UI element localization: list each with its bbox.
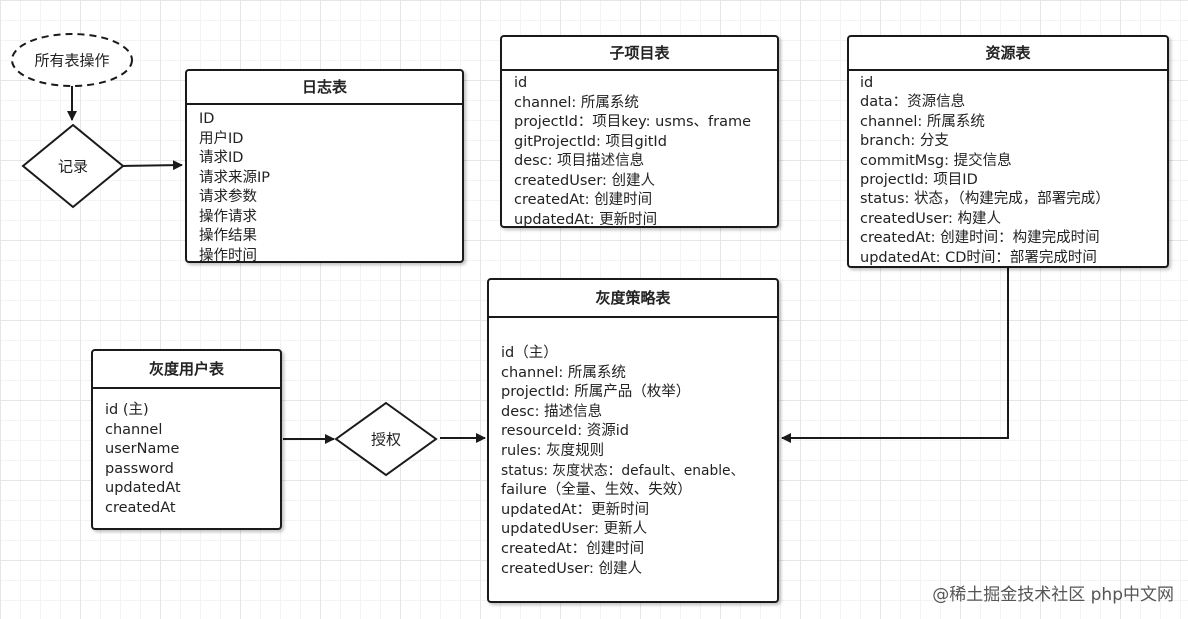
table-field: data：资源信息 (860, 94, 966, 111)
table-field: status: 状态，（构建完成，部署完成） (860, 191, 1110, 208)
table-field: 用户ID (199, 130, 244, 147)
sub-project-table-title: 子项目表 (502, 37, 777, 71)
table-field: projectId: 所属产品（枚举） (501, 384, 691, 401)
table-field: id（主） (501, 345, 558, 361)
table-field: status: 灰度状态：default、enable、 (501, 462, 745, 479)
resource-table-fields: id data：资源信息 channel: 所属系统 branch: 分支 co… (849, 71, 1167, 266)
table-field: createdAt: 创建时间 (514, 192, 653, 208)
log-table-fields: ID 用户ID 请求ID 请求来源IP 请求参数 操作请求 操作结果 操作时间 (187, 105, 462, 263)
table-field: createdUser: 构建人 (860, 210, 1002, 227)
sub-project-table[interactable]: 子项目表 id channel: 所属系统 projectId：项目key: u… (500, 35, 779, 228)
table-field: desc: 项目描述信息 (514, 153, 645, 169)
grant-diamond[interactable] (334, 401, 438, 477)
table-field: updatedAt (105, 480, 181, 497)
table-field: createdAt (105, 499, 176, 516)
table-field: 操作结果 (199, 228, 257, 244)
table-field: id (514, 75, 528, 91)
table-field: id (860, 75, 874, 91)
table-field: channel: 所属系统 (860, 113, 985, 130)
table-field: failure（全量、生效、失效） (501, 482, 692, 499)
table-field: createdUser: 创建人 (514, 172, 656, 189)
sub-project-table-fields: id channel: 所属系统 projectId：项目key: usms、f… (502, 71, 777, 228)
table-field: commitMsg: 提交信息 (860, 152, 1012, 169)
all-ops-ellipse[interactable] (11, 33, 133, 87)
record-diamond[interactable] (21, 123, 125, 209)
table-field: 操作请求 (199, 208, 257, 225)
table-field: createdAt: 创建时间：构建完成时间 (860, 230, 1100, 247)
log-table[interactable]: 日志表 ID 用户ID 请求ID 请求来源IP 请求参数 操作请求 操作结果 操… (185, 69, 464, 263)
log-table-title: 日志表 (187, 71, 462, 105)
grant-label: 授权 (370, 430, 402, 449)
table-field: rules: 灰度规则 (501, 442, 605, 459)
table-field: branch: 分支 (860, 133, 949, 150)
table-field: 操作时间 (199, 247, 257, 263)
gray-user-table[interactable]: 灰度用户表 id (主) channel userName password u… (91, 349, 282, 530)
table-field: createdAt：创建时间 (501, 540, 645, 557)
gray-user-table-fields: id (主) channel userName password updated… (93, 389, 280, 519)
table-field: updatedAt: 更新时间 (514, 211, 658, 228)
table-field: 请求来源IP (199, 169, 271, 186)
table-field: id (主) (105, 402, 149, 418)
all-ops-label: 所有表操作 (34, 51, 110, 70)
watermark: @稀土掘金技术社区 php中文网 (932, 585, 1174, 605)
gray-strategy-table-title: 灰度策略表 (489, 280, 777, 318)
gray-strategy-table-fields: id（主） channel: 所属系统 projectId: 所属产品（枚举） … (489, 318, 777, 579)
table-field: channel (105, 421, 163, 438)
table-field: desc: 描述信息 (501, 403, 603, 420)
table-field: updatedAt: CD时间：部署完成时间 (860, 249, 1097, 266)
table-field: userName (105, 441, 180, 458)
table-field: channel: 所属系统 (514, 94, 639, 111)
gray-strategy-table[interactable]: 灰度策略表 id（主） channel: 所属系统 projectId: 所属产… (487, 278, 779, 603)
table-field: resourceId: 资源id (501, 423, 629, 440)
table-field: 请求参数 (199, 189, 257, 205)
resource-table[interactable]: 资源表 id data：资源信息 channel: 所属系统 branch: 分… (847, 35, 1169, 268)
table-field: projectId：项目key: usms、frame (514, 114, 752, 130)
table-field: projectId: 项目ID (860, 172, 978, 189)
table-field: ID (199, 111, 215, 127)
table-field: updatedUser: 更新人 (501, 521, 648, 538)
table-field: channel: 所属系统 (501, 364, 626, 381)
connector-record-to-log (122, 160, 183, 171)
connector-resource-to-strategy (781, 268, 1009, 443)
table-field: updatedAt：更新时间 (501, 501, 650, 518)
table-field: gitProjectId: 项目gitId (514, 133, 667, 150)
table-field: password (105, 460, 174, 477)
record-label: 记录 (57, 157, 89, 176)
resource-table-title: 资源表 (849, 37, 1167, 71)
table-field: 请求ID (199, 150, 244, 166)
gray-user-table-title: 灰度用户表 (93, 351, 280, 389)
table-field: createdUser: 创建人 (501, 560, 643, 577)
